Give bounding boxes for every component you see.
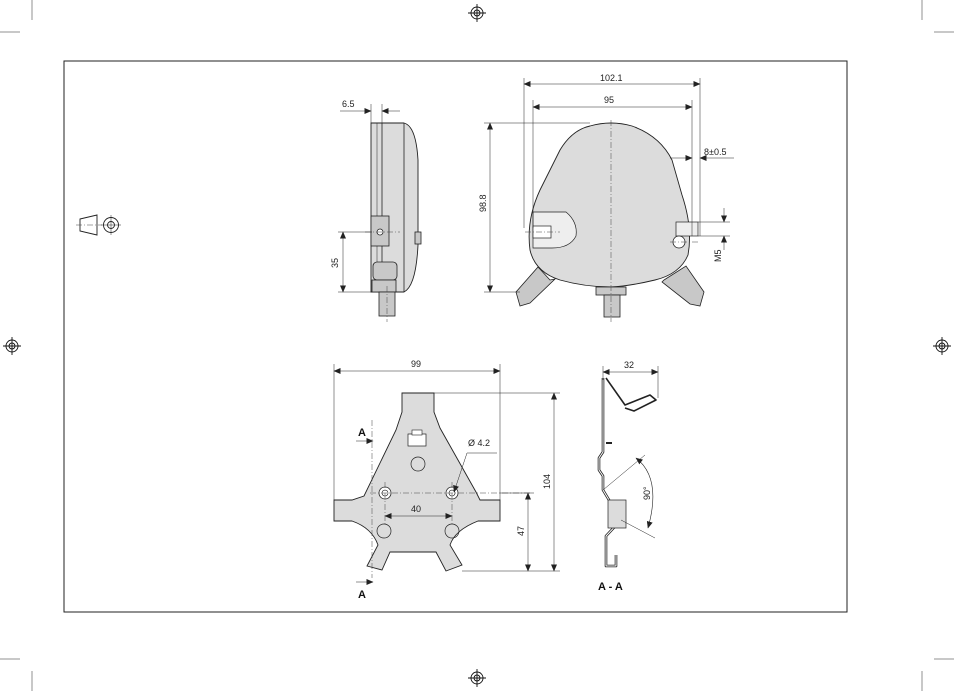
dim-plate-height: 104 <box>434 392 560 572</box>
section-cut-line: A A <box>356 420 374 601</box>
dim-label: 98.8 <box>478 194 488 212</box>
dim-label: 104 <box>542 474 552 489</box>
dim-label: 40 <box>411 504 421 514</box>
bracket-section <box>597 377 657 568</box>
section-mark-bottom: A <box>358 589 366 601</box>
dim-label: 32 <box>624 360 634 370</box>
dim-side-offset: 6.5 <box>340 99 400 123</box>
dim-hole-dia: Ø 4.2 <box>453 438 497 493</box>
section-mark-top: A <box>358 427 366 439</box>
dim-hole-spacing: 40 <box>384 504 453 519</box>
dim-front-width: 95 <box>532 95 693 236</box>
dim-bracket-angle: 90° <box>642 486 652 500</box>
registration-mark-icon <box>467 668 487 688</box>
mounting-plate <box>333 392 530 572</box>
projection-symbol-icon <box>76 214 121 236</box>
registration-mark-icon <box>932 336 952 356</box>
dim-thread: M5 <box>698 208 730 262</box>
dim-bracket-width: 32 <box>602 360 659 398</box>
dim-label: M5 <box>713 249 723 262</box>
dim-label: Ø 4.2 <box>468 438 490 448</box>
dim-plate-hole-height: 47 <box>500 492 534 572</box>
section-label: A - A <box>598 581 623 593</box>
dim-label: 47 <box>516 526 526 536</box>
dim-front-height: 98.8 <box>478 122 590 293</box>
dim-label: 95 <box>604 95 614 105</box>
dim-label: 6.5 <box>342 99 355 109</box>
registration-mark-icon <box>467 3 487 23</box>
registration-mark-icon <box>2 336 22 356</box>
dim-plate-width: 99 <box>333 359 501 500</box>
dim-label: 8±0.5 <box>704 147 726 157</box>
dim-side-height: 35 <box>330 231 372 293</box>
dim-hole-edge: 8±0.5 <box>670 147 734 161</box>
dim-label: 102.1 <box>600 73 623 83</box>
drawing-frame <box>63 60 848 613</box>
dim-label: 35 <box>330 258 340 268</box>
side-view <box>365 122 422 322</box>
dim-label: 99 <box>411 359 421 369</box>
front-view <box>515 120 705 322</box>
